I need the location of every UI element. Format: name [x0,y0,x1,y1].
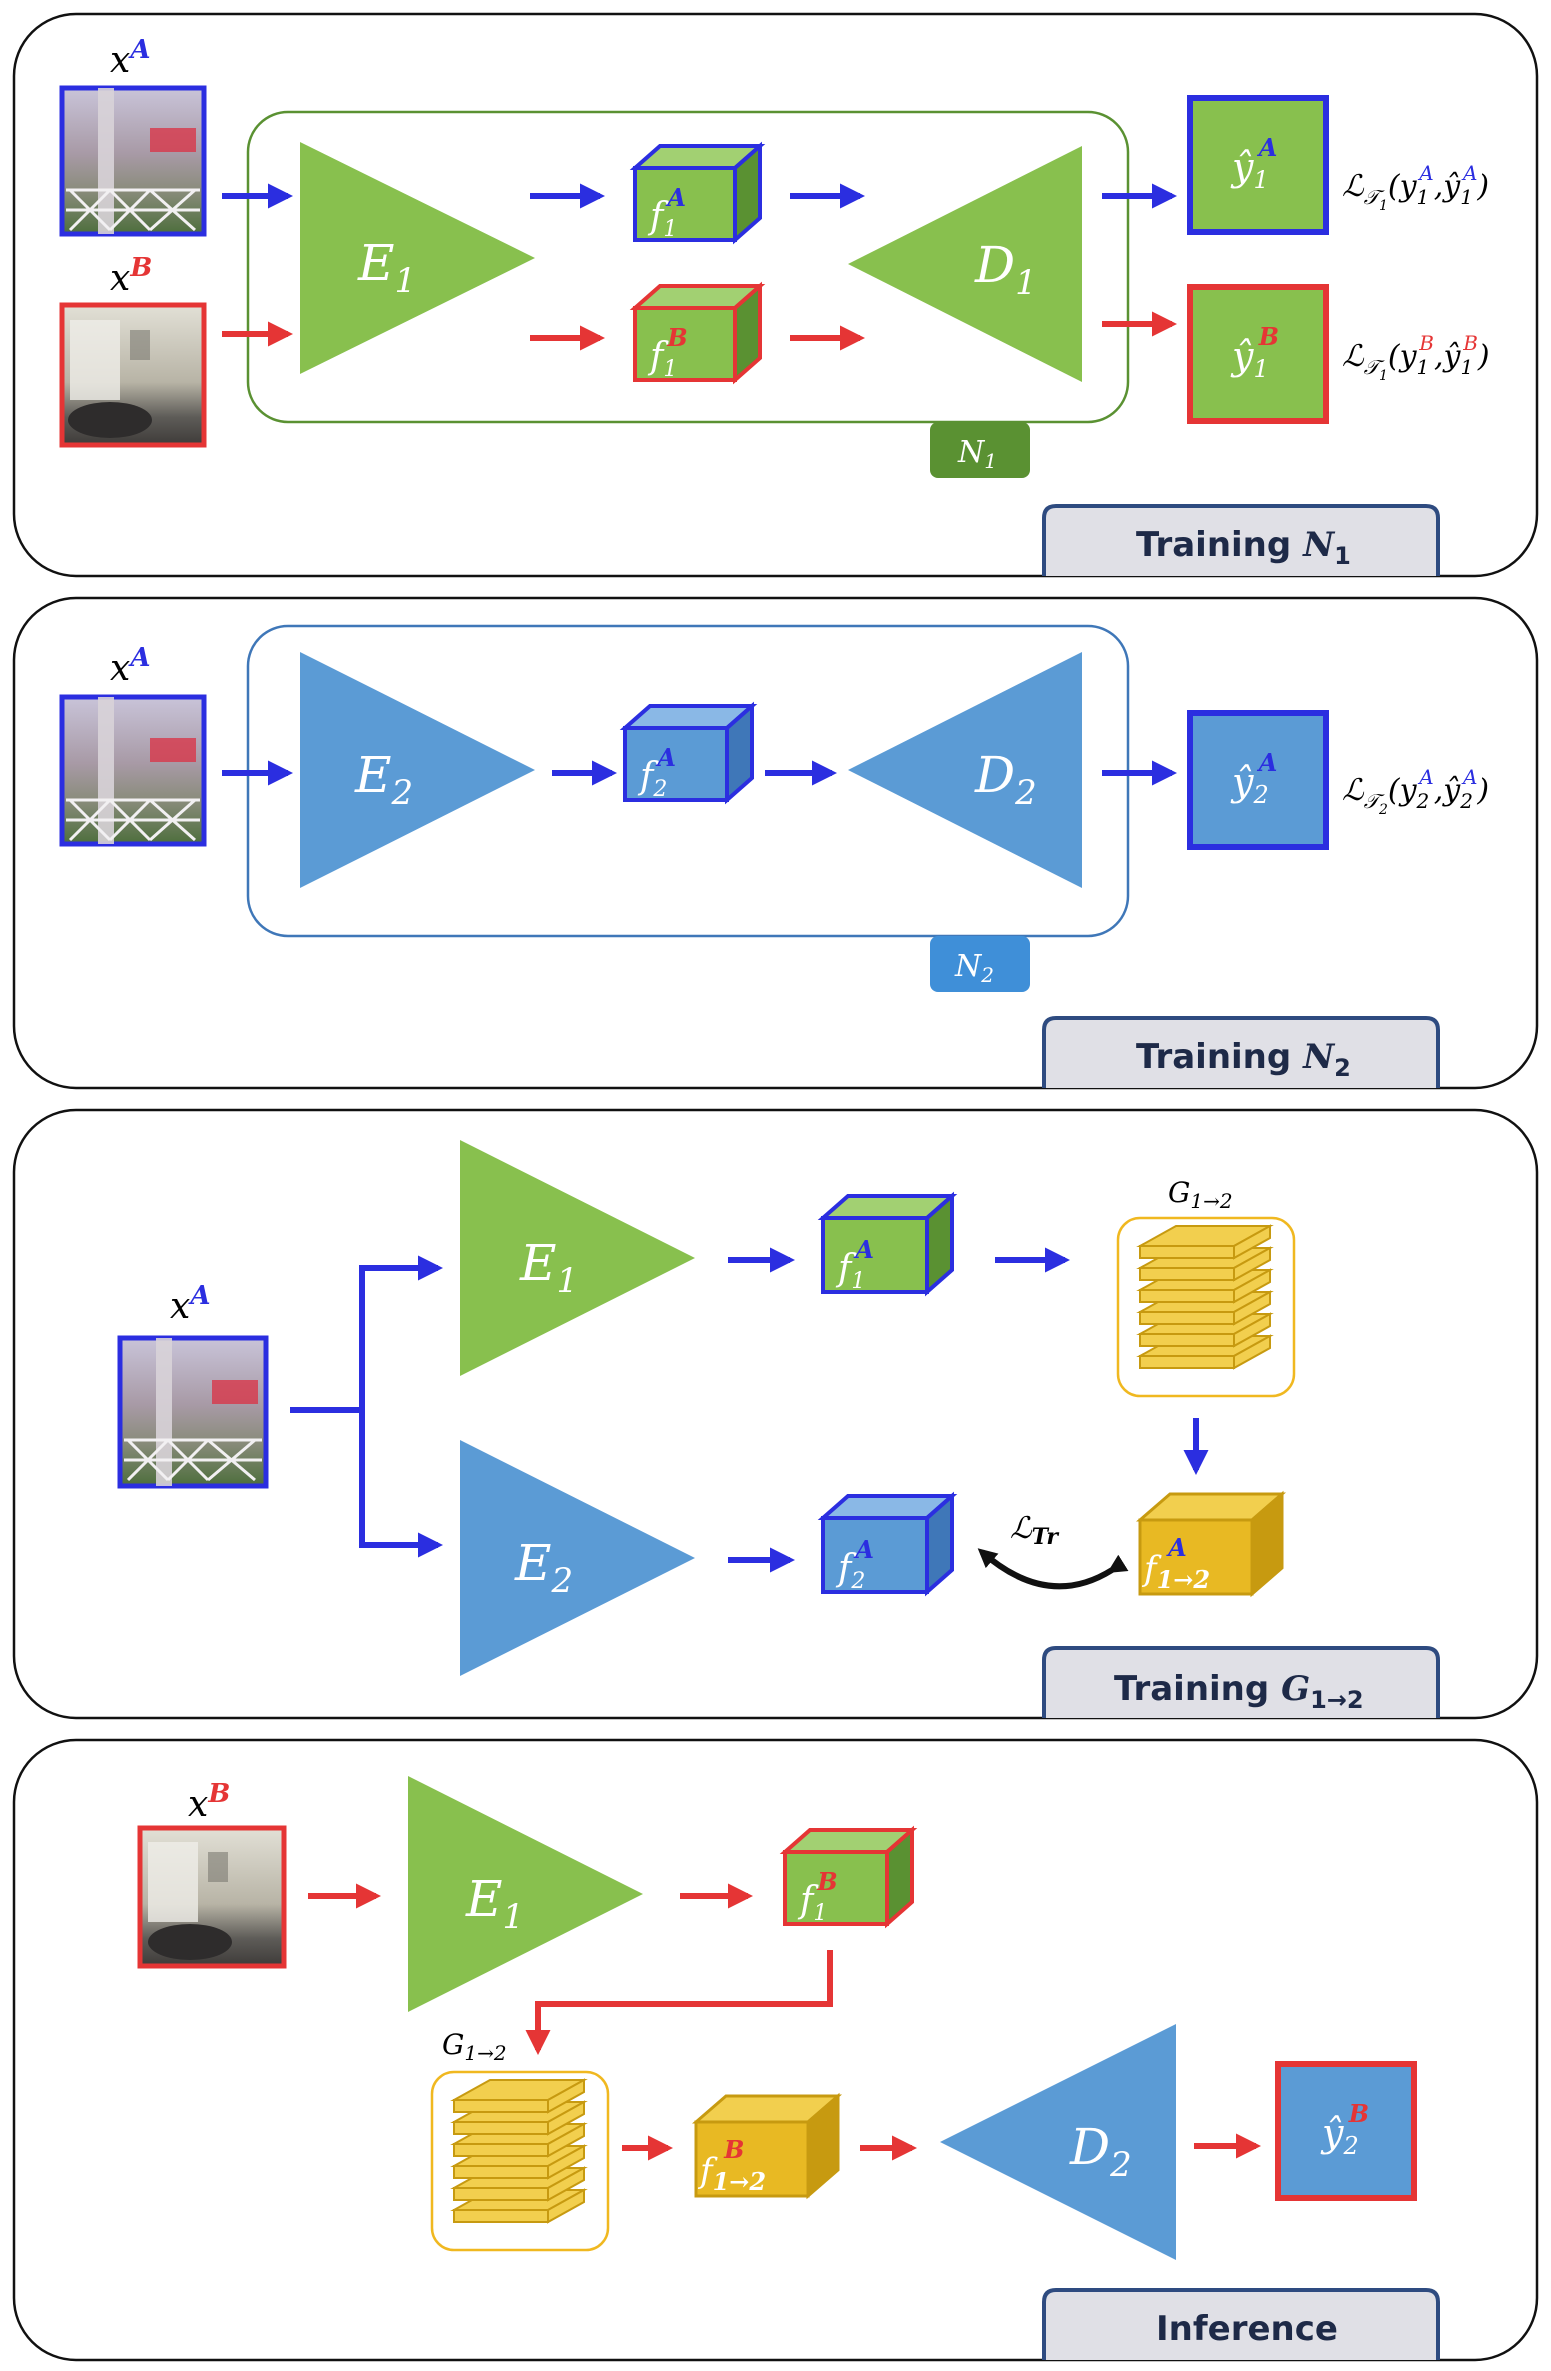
tab-inference[interactable]: Inference [1042,2288,1440,2360]
encoder-e1-label: E1 [519,1234,578,1301]
decoder-d2-label: D2 [974,746,1037,813]
panel-frame [12,12,1539,578]
loss-tr-label: ℒTr [1010,1511,1059,1550]
encoder-e1 [460,1140,695,1376]
loss-tr-arrow [977,1548,1129,1590]
loss-t2-a: ℒ𝒯2(y2A,ŷ2A) [1342,765,1489,818]
generator-g12-label: G1→2 [442,2028,507,2065]
decoder-d2 [940,2024,1176,2260]
decoder-d1 [848,146,1082,382]
encoder-e1 [408,1776,643,2012]
input-xa-label: xA [170,1281,211,1327]
loss-t1-b: ℒ𝒯1(y1B,ŷ1B) [1342,331,1490,384]
output-y2a: ŷ2A [1187,710,1329,850]
generator-layers [1136,1224,1274,1370]
feature-cube-f2a: f2A [619,701,758,805]
arrows-panel4 [308,1883,1262,2161]
svg-text:Training N2: Training N2 [1136,1037,1351,1082]
panel-training-g12: xA E1 E2 f1A f2A [12,1108,1539,1720]
feature-cube-f12a: f1→2A [1135,1490,1287,1598]
decoder-d2 [848,652,1082,888]
encoder-e2 [460,1440,695,1676]
loss-t1-a: ℒ𝒯1(y1A,ŷ1A) [1342,161,1489,214]
input-xb-label: xB [188,1779,230,1825]
network-n1-frame [246,110,1130,424]
encoder-e2-label: E2 [354,746,413,813]
encoder-e2 [300,652,535,888]
generator-layers [450,2078,588,2224]
generator-g12 [430,2070,610,2252]
generator-g12-label: G1→2 [1168,1176,1233,1213]
encoder-e2-label: E2 [514,1534,573,1601]
svg-text:ŷ1A: ŷ1A [1230,133,1277,194]
generator-g12 [1116,1216,1296,1398]
net-tag-n1: N1 [930,422,1030,478]
encoder-e1 [300,142,535,374]
svg-text:f1→2B: f1→2B [697,2135,766,2196]
panel-inference: xB E1 f1B G1→2 [12,1738,1539,2362]
tab-training-n2[interactable]: Training N2 [1042,1016,1440,1088]
svg-text:ŷ2B: ŷ2B [1320,2099,1369,2160]
feature-cube-f1b: f1B [629,281,766,385]
encoder-e1-label: E1 [357,234,416,301]
decoder-d2-label: D2 [1069,2118,1132,2185]
svg-text:f1A: f1A [647,183,686,242]
svg-text:N1: N1 [957,435,997,473]
feature-cube-f2a: f2A [817,1491,958,1597]
net-tag-n2: N2 [930,936,1030,992]
feature-cube-f1a: f1A [629,141,766,245]
svg-text:Training N1: Training N1 [1136,525,1351,570]
input-image-b [59,302,207,448]
feature-cube-f1a: f1A [817,1191,958,1297]
arrows-panel3 [290,1247,1209,1573]
input-image-a [59,85,207,237]
svg-text:ŷ2A: ŷ2A [1230,748,1277,809]
svg-text:N2: N2 [954,949,994,987]
panel-training-n2: xA E2 D2 f2A ŷ2A [12,596,1539,1090]
svg-text:f2A: f2A [835,1535,874,1594]
svg-text:Inference: Inference [1156,2309,1338,2349]
input-image-b [137,1825,287,1969]
svg-text:f1A: f1A [835,1235,874,1294]
input-xb-label: xB [110,253,152,299]
svg-text:ŷ1B: ŷ1B [1230,322,1279,383]
input-xa-label: xA [110,643,151,689]
output-y1a: ŷ1A [1187,95,1329,235]
svg-text:f1B: f1B [797,1867,838,1926]
feature-cube-f1b: f1B [779,1825,918,1929]
input-xa-label: xA [110,35,151,81]
input-image-a [117,1335,269,1489]
decoder-d1-label: D1 [974,236,1037,303]
tab-training-g12[interactable]: Training G1→2 [1042,1646,1440,1718]
feature-cube-f12b: f1→2B [691,2092,843,2200]
network-n2-frame [246,624,1130,938]
encoder-e1-label: E1 [465,1870,524,1937]
tab-training-n1[interactable]: Training N1 [1042,504,1440,576]
panel-training-n1: xA xB E1 D1 [12,12,1539,578]
arrows-panel1 [222,183,1178,351]
output-y2b: ŷ2B [1275,2061,1417,2201]
input-image-a [59,694,207,847]
output-y1b: ŷ1B [1187,284,1329,424]
svg-text:Training G1→2: Training G1→2 [1114,1669,1364,1714]
